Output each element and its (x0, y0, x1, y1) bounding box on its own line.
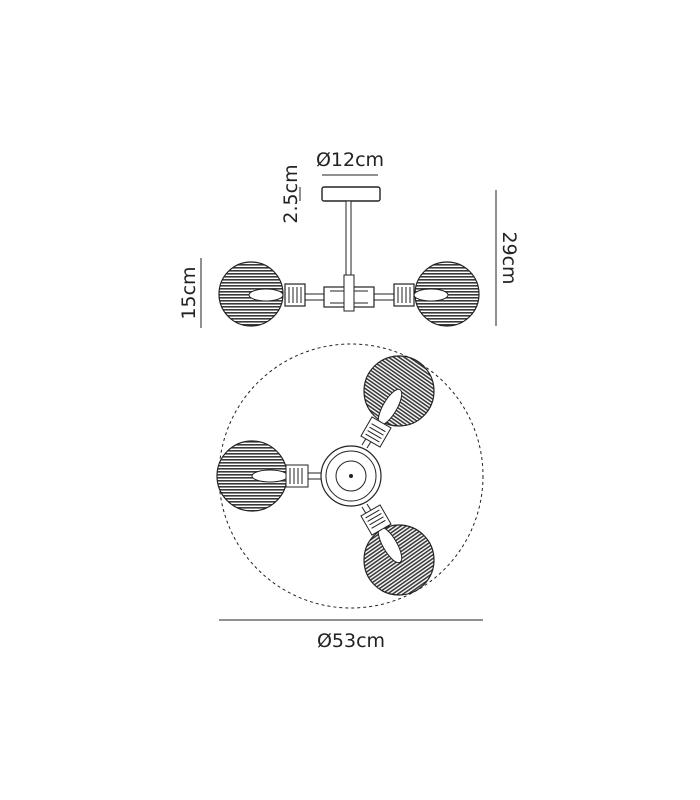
left-bulb-outline (248, 288, 284, 302)
overall-diameter-label: Ø53cm (317, 630, 385, 652)
side-view (284, 186, 415, 312)
right-lampholder (393, 283, 415, 307)
left-lampholder (284, 283, 306, 307)
total-height-label: 29cm (498, 231, 520, 284)
plan-hub-center (349, 474, 353, 478)
canopy-height-label: 2.5cm (280, 164, 302, 223)
plan-hub-ring (325, 450, 377, 502)
plan-bulb-left (251, 469, 289, 483)
shade-height-label: 15cm (178, 266, 200, 319)
plan-lampholder-left (285, 464, 309, 488)
right-bulb-outline (413, 288, 449, 302)
canopy-diameter-label: Ø12cm (316, 149, 384, 171)
plan-view-fixture (251, 388, 403, 564)
plan-lampholder-bottom (360, 504, 392, 536)
side-dimension-lines (200, 174, 497, 328)
canopy (321, 186, 381, 202)
plan-lampholder-top (360, 416, 392, 448)
